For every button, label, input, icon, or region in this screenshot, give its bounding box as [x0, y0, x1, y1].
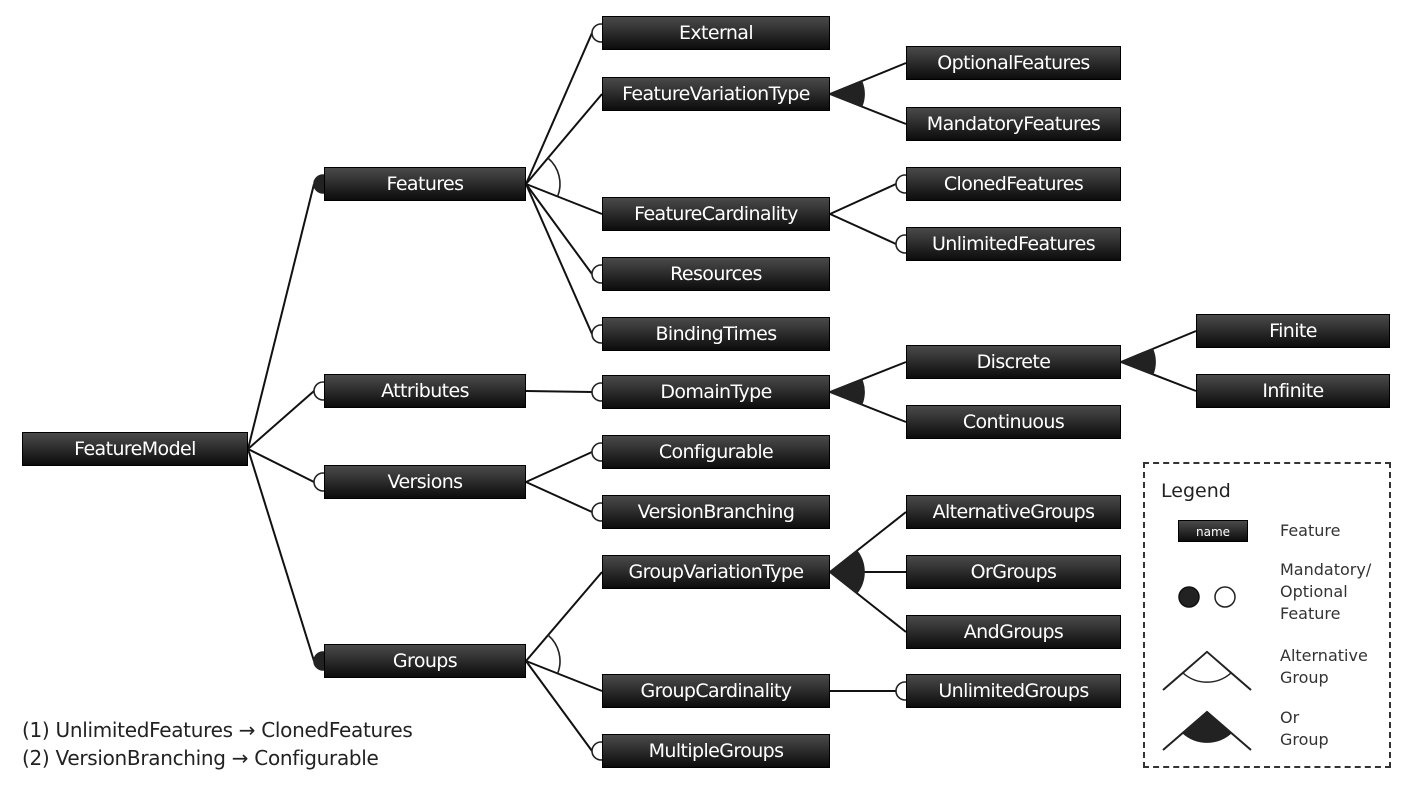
alternative-group-icon [1162, 650, 1252, 691]
feature-andgroups[interactable]: AndGroups [906, 615, 1121, 649]
feature-configurable[interactable]: Configurable [602, 435, 830, 469]
feature-external[interactable]: External [602, 16, 830, 50]
feature-domaintype[interactable]: DomainType [602, 375, 830, 409]
feature-groupvariationtype[interactable]: GroupVariationType [602, 555, 830, 589]
legend-title: Legend [1161, 480, 1231, 502]
feature-features[interactable]: Features [324, 167, 526, 201]
edge-featurecardinality-unlimitedfeatures [829, 213, 897, 245]
feature-continuous[interactable]: Continuous [906, 405, 1121, 439]
alternative-group-arc-groups [547, 634, 561, 674]
feature-featurevariationtype[interactable]: FeatureVariationType [602, 77, 830, 111]
edge-versions-configurable [525, 451, 593, 483]
edge-featuremodel-features [247, 183, 315, 450]
legend-or-line-1: Or [1280, 708, 1300, 727]
edge-featuremodel-groups [247, 448, 315, 662]
feature-versionbranching[interactable]: VersionBranching [602, 495, 830, 529]
mandatory-circle-icon [1178, 586, 1200, 608]
edge-features-resources [525, 183, 593, 275]
legend-feature-chip: name [1178, 520, 1248, 542]
legend-alt-line-2: Group [1280, 668, 1329, 687]
edge-features-bindingtimes [525, 183, 593, 335]
edge-featuremodel-attributes [247, 390, 315, 450]
edge-featuremodel-versions [247, 448, 315, 483]
or-group-arc-domaintype [827, 378, 865, 406]
feature-optionalfeatures[interactable]: OptionalFeatures [906, 46, 1121, 80]
optional-circle-icon [1214, 586, 1236, 608]
edge-groups-multiplegroups [525, 660, 593, 752]
or-group-arc-discrete [1118, 347, 1156, 376]
alternative-group-arc-features [547, 157, 561, 197]
feature-versions[interactable]: Versions [324, 465, 526, 499]
edge-groups-groupvariationtype [525, 571, 603, 662]
feature-discrete[interactable]: Discrete [906, 345, 1121, 379]
feature-clonedfeatures[interactable]: ClonedFeatures [906, 167, 1121, 201]
feature-unlimitedgroups[interactable]: UnlimitedGroups [906, 674, 1121, 708]
feature-infinite[interactable]: Infinite [1196, 374, 1390, 408]
feature-unlimitedfeatures[interactable]: UnlimitedFeatures [906, 227, 1121, 261]
edge-features-featurecardinality [525, 183, 603, 215]
cross-tree-constraints: (1) UnlimitedFeatures → ClonedFeatures (… [22, 716, 413, 772]
edge-groups-groupcardinality [525, 660, 603, 692]
legend-mandatory-optional-icons [1178, 586, 1236, 608]
feature-groups[interactable]: Groups [324, 644, 526, 678]
edge-versions-versionbranching [525, 481, 593, 513]
constraint-2: (2) VersionBranching → Configurable [22, 746, 379, 770]
edge-featurecardinality-clonedfeatures [829, 183, 897, 215]
legend-mandatory-optional-label: Mandatory/ Optional Feature [1280, 559, 1371, 625]
feature-attributes[interactable]: Attributes [324, 374, 526, 408]
legend-alternative-label: Alternative Group [1280, 645, 1368, 689]
or-group-icon [1162, 710, 1252, 751]
legend-or-line-2: Group [1280, 730, 1329, 749]
edge-features-featurevariationtype [525, 93, 603, 185]
feature-featuremodel[interactable]: FeatureModel [22, 432, 248, 466]
edge-features-external [525, 32, 593, 185]
legend-feature-label: Feature [1280, 521, 1341, 540]
feature-alternativegroups[interactable]: AlternativeGroups [906, 495, 1121, 529]
feature-bindingtimes[interactable]: BindingTimes [602, 317, 830, 351]
feature-mandatoryfeatures[interactable]: MandatoryFeatures [906, 107, 1121, 141]
legend-box: Legend name Feature Mandatory/ Optional … [1143, 462, 1391, 768]
or-group-arc-featurevariationtype [827, 80, 865, 108]
feature-multiplegroups[interactable]: MultipleGroups [602, 734, 830, 768]
legend-or-label: Or Group [1280, 707, 1329, 751]
feature-orgroups[interactable]: OrGroups [906, 555, 1121, 589]
legend-alt-line-1: Alternative [1280, 646, 1368, 665]
feature-groupcardinality[interactable]: GroupCardinality [602, 674, 830, 708]
or-group-arc-groupvariationtype [828, 549, 865, 595]
legend-mo-line-1: Mandatory/ [1280, 560, 1372, 579]
edge-attributes-domaintype [525, 390, 593, 393]
constraint-1: (1) UnlimitedFeatures → ClonedFeatures [22, 718, 413, 742]
legend-mo-line-2: Optional [1280, 582, 1348, 601]
feature-resources[interactable]: Resources [602, 257, 830, 291]
legend-mo-line-3: Feature [1280, 604, 1341, 623]
feature-featurecardinality[interactable]: FeatureCardinality [602, 197, 830, 231]
feature-finite[interactable]: Finite [1196, 314, 1390, 348]
